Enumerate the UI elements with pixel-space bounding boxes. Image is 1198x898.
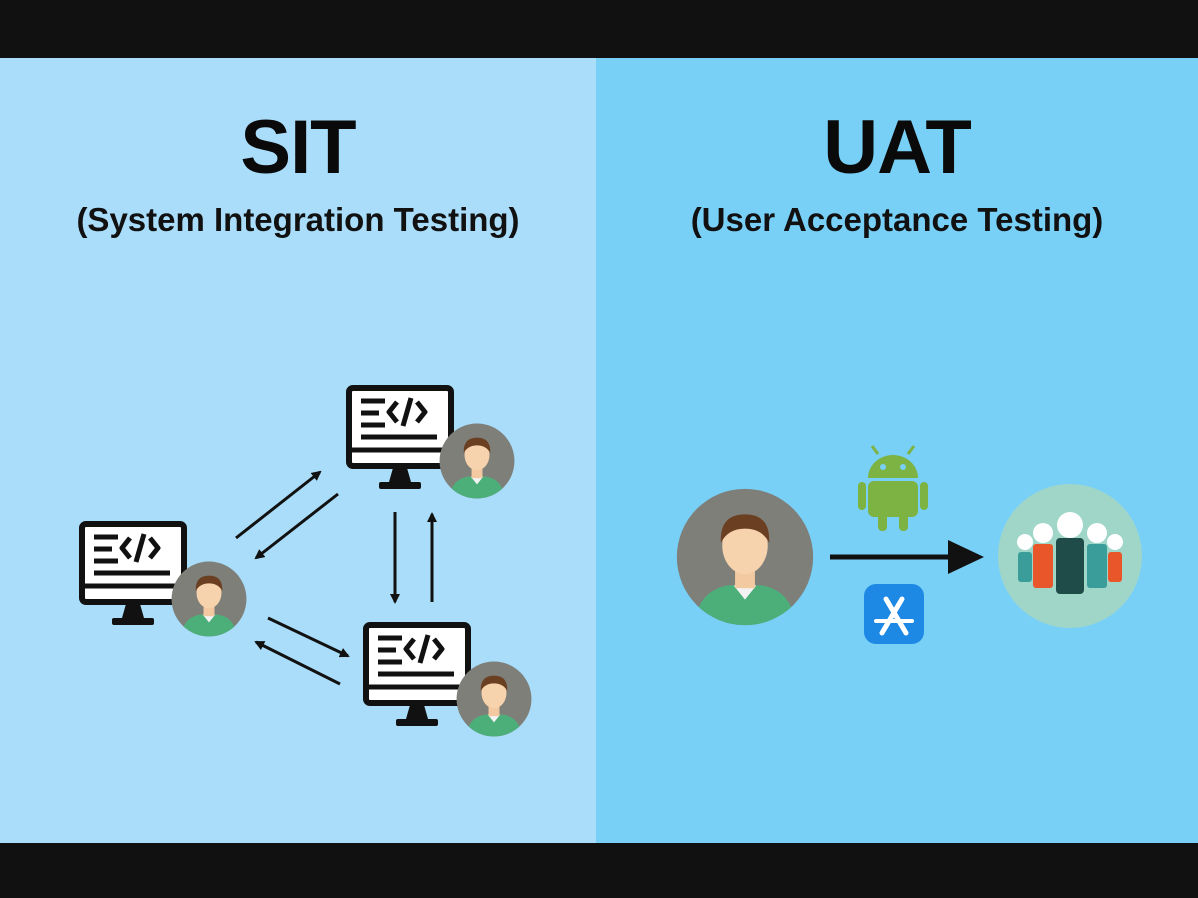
user-avatar-icon bbox=[440, 424, 515, 500]
sit-title: SIT bbox=[240, 105, 356, 190]
sit-diagram bbox=[0, 58, 596, 843]
user-avatar-icon bbox=[677, 489, 813, 628]
uat-diagram bbox=[596, 445, 1142, 644]
code-monitor-icon bbox=[366, 625, 468, 726]
app-store-icon bbox=[864, 584, 924, 644]
code-monitor-icon bbox=[82, 524, 184, 625]
code-monitor-icon bbox=[349, 388, 451, 489]
arrow-icon bbox=[235, 470, 322, 540]
uat-subtitle: (User Acceptance Testing) bbox=[690, 201, 1104, 238]
uat-panel: UAT (User Acceptance Testing) bbox=[596, 58, 1198, 843]
arrow-icon bbox=[254, 492, 339, 560]
arrow-icon bbox=[830, 540, 984, 574]
uat-title: UAT bbox=[823, 105, 972, 190]
android-icon bbox=[858, 445, 928, 531]
arrow-icon bbox=[254, 640, 341, 686]
sit-panel: SIT (System Integration Testing) bbox=[0, 58, 596, 843]
arrow-icon bbox=[267, 616, 350, 658]
user-avatar-icon bbox=[172, 562, 247, 638]
sit-subtitle: (System Integration Testing) bbox=[76, 201, 520, 238]
user-avatar-icon bbox=[457, 662, 532, 738]
user-group-icon bbox=[998, 484, 1142, 628]
